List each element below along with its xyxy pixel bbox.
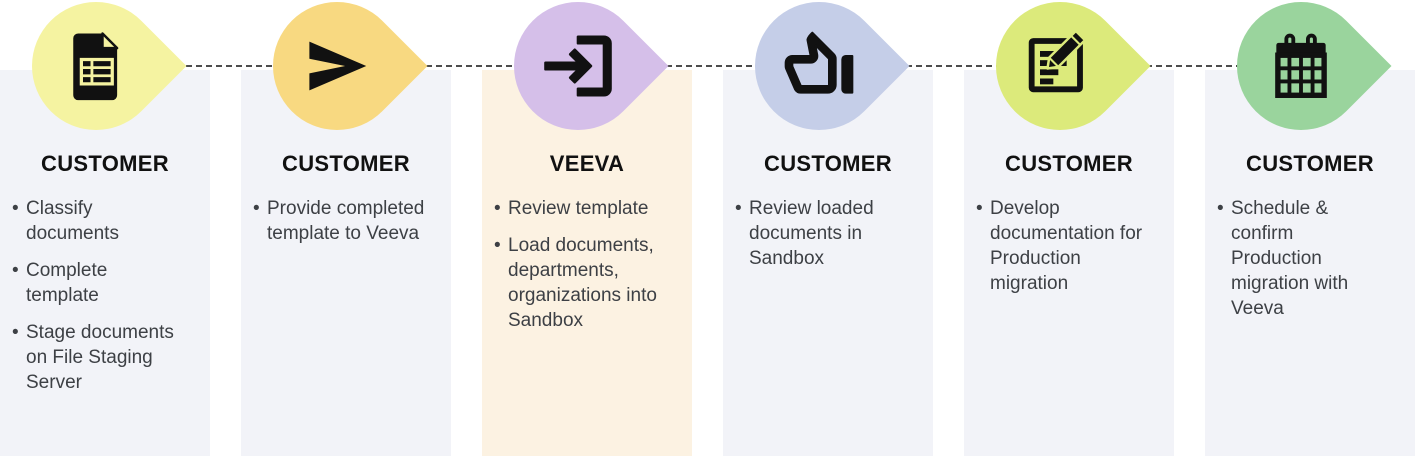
step-pin	[5, 0, 187, 157]
calendar-icon	[1275, 33, 1327, 98]
step-task-list: Classify documents Complete template Sta…	[12, 196, 184, 395]
step-actor-label: CUSTOMER	[1246, 151, 1374, 176]
task-item: Load documents, departments, organizatio…	[494, 233, 666, 333]
step-actor-label: CUSTOMER	[41, 151, 169, 176]
step-task-list: Provide completed template to Veeva	[253, 196, 425, 246]
task-item: Stage documents on File Staging Server	[12, 320, 184, 395]
step-task-list: Develop documentation for Production mig…	[976, 196, 1148, 296]
task-item: Classify documents	[12, 196, 184, 246]
flow-step-2: CUSTOMER Provide completed template to V…	[241, 0, 451, 463]
step-pin	[728, 0, 910, 157]
flow-step-1: CUSTOMER Classify documents Complete tem…	[0, 0, 210, 463]
flow-connector-line	[96, 65, 1379, 67]
step-panel: CUSTOMER Provide completed template to V…	[241, 70, 451, 456]
login-import-icon	[544, 35, 612, 97]
step-panel: CUSTOMER Review loaded documents in Sand…	[723, 70, 933, 456]
task-item: Provide completed template to Veeva	[253, 196, 425, 246]
step-task-list: Review template Load documents, departme…	[494, 196, 666, 333]
task-item: Develop documentation for Production mig…	[976, 196, 1148, 296]
step-task-list: Schedule & confirm Production migration …	[1217, 196, 1389, 321]
flow-step-4: CUSTOMER Review loaded documents in Sand…	[723, 0, 933, 463]
spreadsheet-document-icon	[73, 32, 119, 101]
task-item: Review loaded documents in Sandbox	[735, 196, 907, 271]
step-task-list: Review loaded documents in Sandbox	[735, 196, 907, 271]
step-panel: CUSTOMER Schedule & confirm Production m…	[1205, 70, 1415, 456]
step-panel: CUSTOMER Classify documents Complete tem…	[0, 70, 210, 456]
step-pin	[487, 0, 669, 157]
send-paper-plane-icon	[309, 41, 367, 91]
step-pin	[969, 0, 1151, 157]
task-item: Schedule & confirm Production migration …	[1217, 196, 1389, 321]
step-pin	[1210, 0, 1392, 157]
step-actor-label: CUSTOMER	[1005, 151, 1133, 176]
step-actor-label: CUSTOMER	[282, 151, 410, 176]
flow-step-3: VEEVA Review template Load documents, de…	[482, 0, 692, 463]
flow-step-6: CUSTOMER Schedule & confirm Production m…	[1205, 0, 1415, 463]
thumbs-up-icon	[784, 31, 854, 94]
flow-step-5: CUSTOMER Develop documentation for Produ…	[964, 0, 1174, 463]
step-panel: VEEVA Review template Load documents, de…	[482, 70, 692, 456]
edit-document-icon	[1028, 29, 1087, 93]
step-actor-label: CUSTOMER	[764, 151, 892, 176]
step-actor-label: VEEVA	[549, 151, 625, 176]
step-pin	[246, 0, 428, 157]
step-panel: CUSTOMER Develop documentation for Produ…	[964, 70, 1174, 456]
task-item: Complete template	[12, 258, 184, 308]
task-item: Review template	[494, 196, 666, 221]
